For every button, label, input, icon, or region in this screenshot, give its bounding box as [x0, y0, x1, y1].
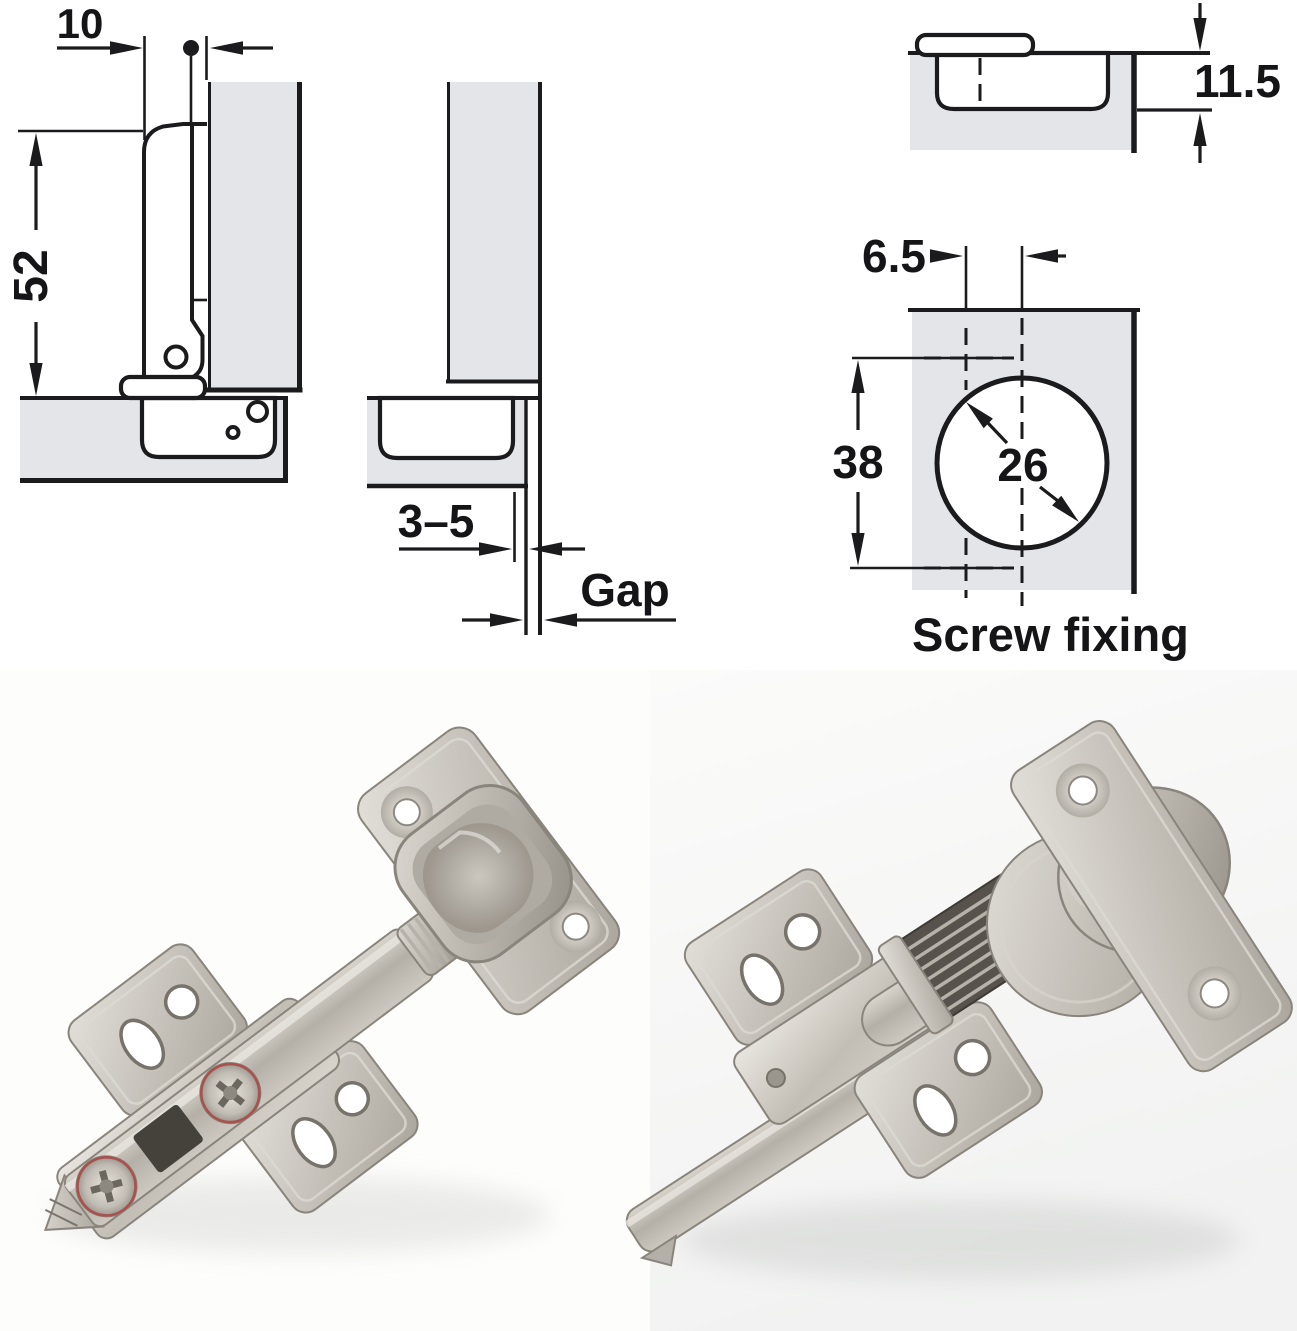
- dim-38-label: 38: [832, 436, 883, 488]
- dimension-arm-height: 52: [5, 129, 143, 396]
- center-dot: [183, 40, 199, 56]
- adjustment-screw: [199, 1062, 262, 1125]
- screw-fixing-caption: Screw fixing: [912, 608, 1189, 661]
- hinge-arm: [43, 928, 434, 1231]
- gap-label: Gap: [580, 564, 669, 616]
- countersunk-hole: [380, 786, 433, 839]
- hinge-photos: [0, 670, 1297, 1331]
- countersunk-hole: [1055, 763, 1110, 818]
- door-panel-open: [20, 395, 288, 483]
- cabinet-panel: [206, 82, 303, 393]
- cup-flange: [1010, 720, 1293, 1073]
- screw-hole: [334, 1081, 371, 1117]
- side-view-hinge: 10 52: [5, 0, 303, 483]
- screw-hole: [783, 913, 822, 951]
- dimension-cup-diameter: 26: [966, 402, 1079, 522]
- slot-hole: [291, 1117, 337, 1169]
- hinge-photo-left: [43, 726, 621, 1253]
- shadow: [50, 1177, 550, 1253]
- screw-hole: [163, 984, 200, 1020]
- hinge-photo-right: [624, 720, 1293, 1280]
- cup-cap: [914, 32, 1036, 58]
- dimension-cup-depth: 11.5: [1137, 3, 1281, 163]
- arm-screw-hole: [163, 344, 189, 370]
- dimension-gap: Gap: [462, 564, 676, 627]
- countersunk-hole: [1187, 966, 1242, 1021]
- shadow: [680, 1200, 1240, 1280]
- slot-hole: [913, 1084, 958, 1137]
- cabinet-panel-2: [446, 82, 542, 635]
- dimension-hole-offset: 6.5: [862, 230, 1066, 308]
- dim-52-label: 52: [5, 249, 58, 302]
- dimension-drill-distance: 3–5: [398, 492, 585, 562]
- recess-hole-large: [246, 400, 269, 423]
- side-view-door: 3–5 Gap: [367, 82, 676, 635]
- dimension-arm-offset: 10: [57, 0, 273, 140]
- door-panel-2: [367, 395, 542, 635]
- dim-26-label: 26: [997, 439, 1048, 491]
- dim-10-label: 10: [57, 0, 104, 47]
- arm-window: [133, 1104, 203, 1173]
- slot-hole: [739, 953, 785, 1006]
- cup-flange: [357, 726, 621, 1016]
- adjustment-screw: [75, 1155, 138, 1218]
- drilling-pattern: 6.5 38 26 Screw fixing: [832, 230, 1188, 661]
- cup-recess: [139, 395, 278, 460]
- dim-3-5-label: 3–5: [398, 495, 475, 547]
- cup-boss: [118, 374, 208, 401]
- cup-recess-section: [934, 50, 1111, 112]
- screw-hole: [953, 1038, 992, 1077]
- cup-cross-section: 11.5: [908, 3, 1281, 163]
- cup-recess-2: [377, 395, 516, 461]
- dimension-screw-spacing: 38: [832, 356, 1012, 570]
- recess-hole-small: [225, 425, 241, 440]
- dim-6-5-label: 6.5: [862, 230, 926, 282]
- countersunk-hole: [549, 900, 602, 953]
- technical-diagram: 10 52: [5, 0, 1281, 661]
- slot-hole: [119, 1018, 166, 1070]
- hinge-cup: [393, 783, 573, 964]
- dim-11-5-label: 11.5: [1194, 55, 1281, 107]
- hinge-arm-profile: [118, 122, 208, 401]
